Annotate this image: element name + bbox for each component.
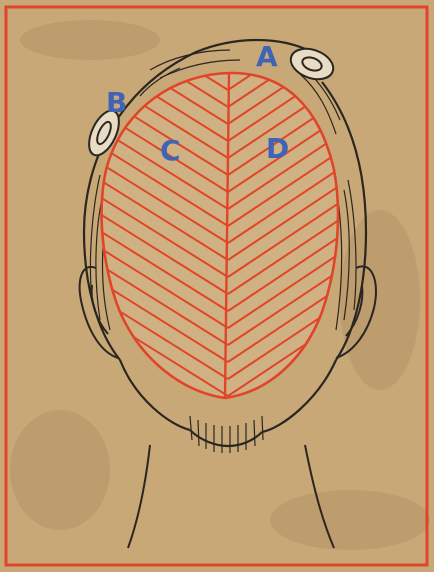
hair-clip-a xyxy=(287,43,338,84)
label-b: B xyxy=(106,86,127,119)
label-c: C xyxy=(160,134,181,167)
label-d: D xyxy=(266,132,289,165)
label-a: A xyxy=(256,40,278,73)
